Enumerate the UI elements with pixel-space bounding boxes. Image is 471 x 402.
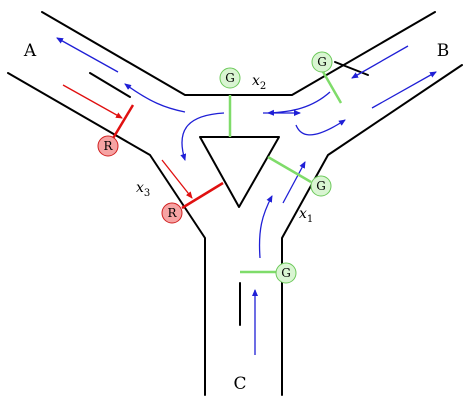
road-edge-right xyxy=(281,64,463,396)
signal-label: G xyxy=(317,55,327,69)
signal-label: G xyxy=(316,179,326,193)
flow-out-a xyxy=(56,37,119,73)
road-edge-left xyxy=(7,72,206,396)
signal-node-inner-right: G xyxy=(310,175,332,197)
road-edges xyxy=(7,11,463,396)
divider-b xyxy=(334,61,369,76)
flow-out-b xyxy=(371,71,437,109)
signal-node-a: R xyxy=(97,135,119,157)
link-label-x3: x3 xyxy=(136,180,150,199)
central-island xyxy=(199,136,280,208)
red-line-x3 xyxy=(181,181,224,210)
red-line-a xyxy=(110,104,135,141)
branch-label-a: A xyxy=(23,41,37,61)
link-label-x1: x1 xyxy=(299,206,313,225)
flow-right-up xyxy=(282,161,306,204)
flow-right-curve xyxy=(295,119,346,136)
signal-label: G xyxy=(225,71,235,85)
branch-labels: A B C xyxy=(23,41,449,394)
flow-a-queue xyxy=(62,84,123,119)
flow-left-curve xyxy=(180,112,225,161)
link-labels: x2 x1 x3 xyxy=(136,73,313,225)
flow-c-to-right xyxy=(258,195,273,259)
signal-node-c: G xyxy=(275,262,297,284)
green-line-b xyxy=(320,69,343,104)
road-edge-top xyxy=(41,11,436,96)
signal-lines xyxy=(110,69,343,274)
divider-a xyxy=(89,72,131,98)
signal-node-x3: R xyxy=(161,202,183,224)
red-flows xyxy=(62,84,193,199)
signal-node-b: G xyxy=(311,51,333,73)
lane-dividers xyxy=(89,61,369,326)
branch-label-b: B xyxy=(437,41,450,61)
flow-b-to-top xyxy=(267,91,331,116)
signal-label: R xyxy=(167,206,177,220)
flow-x3-inbound xyxy=(161,159,193,199)
blue-flows xyxy=(56,37,437,355)
flow-top-to-a xyxy=(124,83,186,113)
signal-nodes: G G G G R R xyxy=(97,51,333,284)
branch-label-c: C xyxy=(233,374,246,394)
signal-label: R xyxy=(103,139,113,153)
green-line-inner-right xyxy=(267,155,312,184)
signal-label: G xyxy=(281,266,291,280)
signal-node-top: G xyxy=(219,67,241,89)
link-label-x2: x2 xyxy=(252,73,266,92)
flow-b-incoming xyxy=(351,45,409,79)
